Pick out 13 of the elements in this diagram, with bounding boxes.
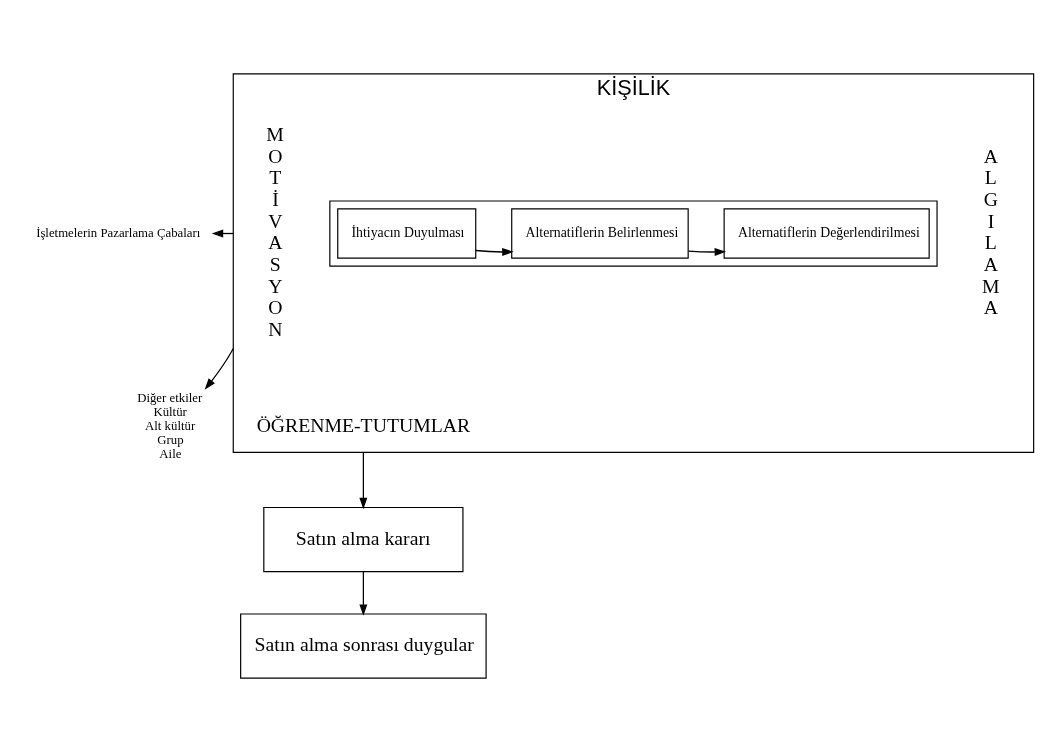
node-box: Alternatiflerin Değerlendirilmesi — [723, 208, 930, 259]
arrow — [204, 347, 234, 390]
node-box: İhtiyacın Duyulması — [337, 208, 477, 259]
arrow — [687, 248, 727, 256]
node-text: İşletmelerin Pazarlama Çabaları — [36, 225, 201, 240]
node-box: Alternatiflerin Belirlenmesi — [511, 208, 689, 259]
arrow — [359, 571, 368, 616]
node-box: Satın alma kararı — [263, 506, 464, 573]
arrow — [359, 451, 368, 510]
node-text: Diğer etkiler Kültür Alt kültür Grup Aile — [137, 391, 203, 461]
cluster — [329, 200, 938, 267]
arrow — [475, 248, 514, 256]
node-box: Satın alma sonrası duygular — [240, 613, 487, 679]
